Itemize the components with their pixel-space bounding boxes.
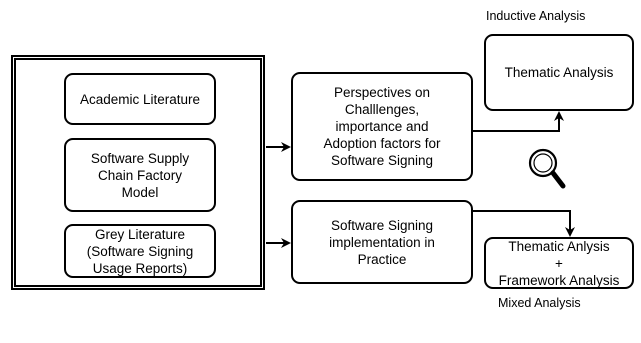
academic-literature-box: Academic Literature <box>64 73 216 125</box>
grey-literature-box: Grey Literature (Software Signing Usage … <box>64 224 216 278</box>
academic-literature-label: Academic Literature <box>79 91 201 107</box>
mixed-analysis-box: Thematic Anlysis + Framework Analysis <box>484 237 634 289</box>
mixed-analysis-tag: Mixed Analysis <box>498 296 581 310</box>
supply-chain-model-box: Software Supply Chain Factory Model <box>64 138 216 212</box>
supply-chain-model-label: Software Supply Chain Factory Model <box>90 150 190 200</box>
sources-container <box>11 55 265 290</box>
arrow-to-mixed <box>473 210 575 237</box>
arrow-to-thematic <box>473 111 564 132</box>
thematic-analysis-label: Thematic Analysis <box>504 65 614 80</box>
thematic-analysis-box: Thematic Analysis <box>484 34 634 111</box>
implementation-box: Software Signing implementation in Pract… <box>291 200 473 284</box>
perspectives-label: Perspectives on Challlenges, importance … <box>323 85 441 168</box>
grey-literature-label: Grey Literature (Software Signing Usage … <box>86 226 194 276</box>
inductive-analysis-tag: Inductive Analysis <box>486 9 586 23</box>
perspectives-box: Perspectives on Challlenges, importance … <box>291 72 473 181</box>
implementation-label: Software Signing implementation in Pract… <box>329 217 435 267</box>
mixed-analysis-box-label: Thematic Anlysis + Framework Analysis <box>498 238 620 288</box>
magnifier-icon <box>528 148 566 189</box>
